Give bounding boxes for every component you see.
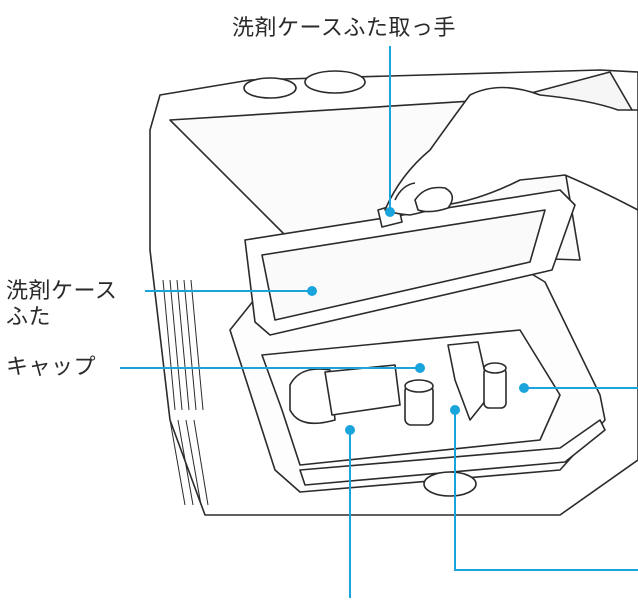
knob-left (243, 77, 297, 99)
cap-right-top (483, 362, 507, 374)
callout-dot-lid (307, 286, 317, 296)
cup-center-top (404, 379, 434, 393)
callout-dot-cap (415, 363, 425, 373)
callout-dot-bottom (345, 425, 355, 435)
callout-dot-handle (385, 207, 395, 217)
callout-line-center (454, 410, 638, 571)
side-vents (162, 279, 209, 506)
label-cap: キャップ (6, 355, 97, 380)
divider-block (447, 341, 491, 421)
lid-inner (261, 209, 546, 321)
knob-right (304, 70, 366, 94)
front-knob (423, 471, 477, 497)
label-lid-handle: 洗剤ケースふた取っ手 (232, 16, 456, 41)
callouts (120, 46, 638, 598)
callout-dots (307, 207, 529, 435)
callout-dot-right-top (519, 383, 529, 393)
label-lid-line2: ふた (6, 305, 52, 330)
hand-illustration (384, 86, 638, 216)
compartment-left (289, 368, 336, 425)
cap-right (483, 367, 507, 409)
front-lip (299, 419, 606, 486)
callout-dot-center (450, 405, 460, 415)
label-lid-line1: 洗剤ケース (6, 279, 118, 304)
